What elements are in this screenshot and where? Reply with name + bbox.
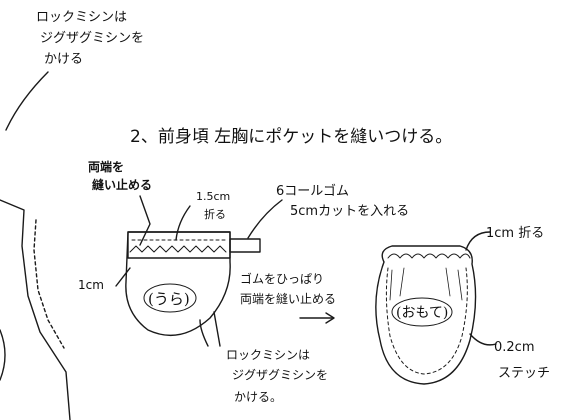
elastic-leader: [247, 199, 283, 239]
bottom-note-leader-2: [199, 319, 209, 347]
elastic-line-2: 5cmカットを入れる: [290, 204, 410, 219]
stitch-leader: [469, 333, 497, 346]
pocket-back-zigzag: [129, 245, 227, 253]
bottom-note-line-2: ジグザグミシンを: [232, 368, 329, 382]
fold-15-line-2: 折る: [204, 208, 226, 221]
back-label-circle: [143, 283, 197, 313]
top-note-leader: [5, 71, 49, 131]
pocket-back-fold-band: [127, 231, 231, 259]
gather-line-3: [445, 267, 451, 297]
gather-line-2: [399, 267, 405, 297]
stitch-line-1: 0.2cm: [494, 340, 535, 355]
bottom-note-line-3: かける。: [234, 390, 283, 404]
gather-line-4: [457, 269, 463, 301]
both-ends-line-1: 両端を: [88, 160, 125, 174]
bottom-note-line-1: ロックミシンは: [226, 348, 311, 362]
pocket-front-outline: [375, 245, 477, 385]
fold-15-leader: [175, 205, 191, 241]
one-cm-label: 1cm: [78, 278, 104, 292]
pull-elastic-line-1: ゴムをひっぱり: [240, 272, 325, 286]
step-title: 2、前身頃 左胸にポケットを縫いつける。: [130, 127, 453, 147]
front-body-zigzag-edge: [33, 219, 65, 349]
pull-elastic-line-2: 両端を縫い止める: [240, 292, 337, 306]
top-note-line-3: かける: [44, 52, 84, 67]
front-label: (おもて): [396, 305, 449, 321]
elastic-tab: [229, 238, 261, 253]
both-ends-leader: [139, 195, 151, 246]
both-ends-line-2: 縫い止める: [92, 178, 153, 192]
fold-15-line-1: 1.5cm: [196, 190, 231, 203]
top-note-line-1: ロックミシンは: [36, 10, 128, 25]
back-label: (うら): [148, 290, 190, 308]
pocket-back-outline: [125, 231, 231, 337]
pocket-front-stitch: [385, 267, 468, 375]
gather-line-1: [389, 269, 393, 301]
fold-1-leader: [465, 231, 491, 251]
front-body-outline: [0, 199, 71, 420]
front-body-curve-left: [0, 329, 6, 381]
fold-1-label: 1cm 折る: [486, 226, 545, 241]
one-cm-leader: [115, 267, 131, 287]
pull-arrow-head: [325, 312, 335, 324]
bottom-note-leader: [213, 311, 221, 347]
stitch-line-2: ステッチ: [498, 366, 551, 381]
pocket-front-gathers: [387, 253, 471, 259]
top-note-line-2: ジグザグミシンを: [40, 31, 145, 46]
front-label-circle: [391, 297, 453, 327]
elastic-line-1: 6コールゴム: [276, 184, 350, 199]
